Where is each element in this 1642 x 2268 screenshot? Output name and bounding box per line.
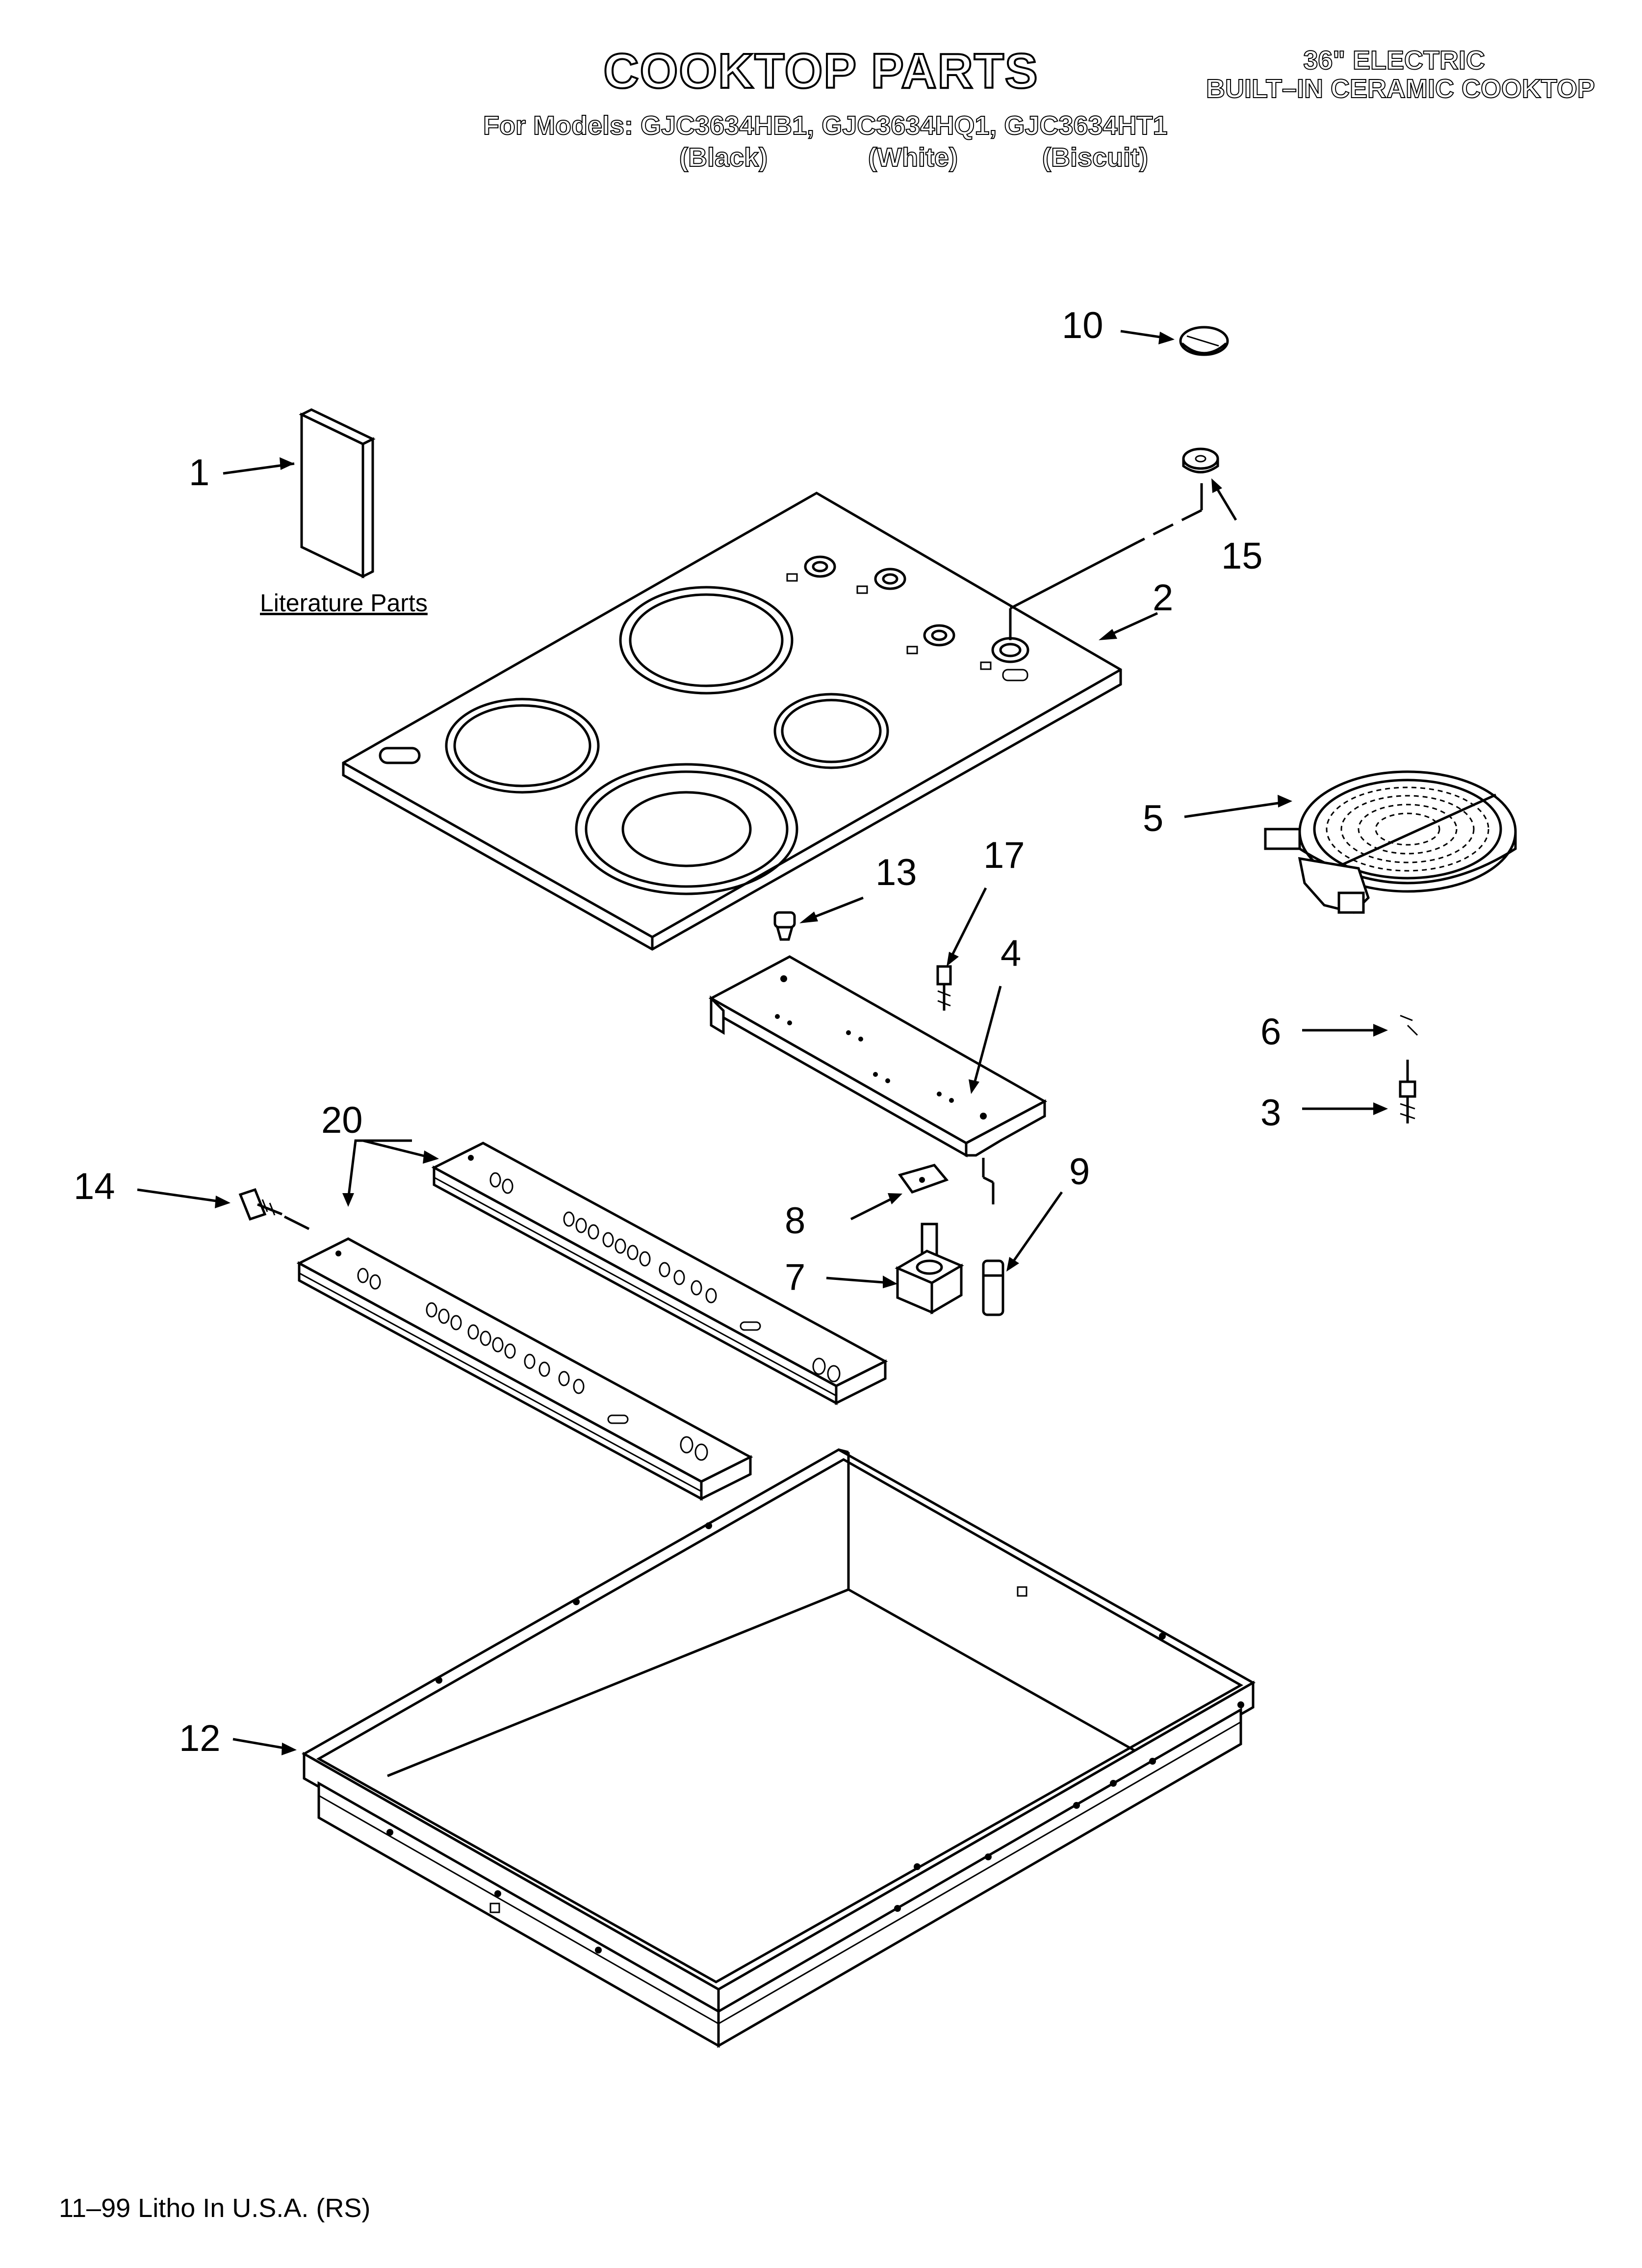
color-black: (Black) — [679, 142, 768, 173]
color-biscuit: (Biscuit) — [1042, 142, 1149, 173]
literature-booklet — [223, 408, 376, 579]
callout-4: 4 — [1001, 933, 1022, 974]
cooktop-glass — [342, 492, 1158, 951]
callout-17: 17 — [983, 834, 1025, 876]
callout-2: 2 — [1153, 577, 1174, 619]
callout-13: 13 — [875, 852, 917, 893]
callout-5: 5 — [1143, 798, 1164, 839]
footer-litho: 11–99 Litho In U.S.A. (RS) — [59, 2193, 371, 2223]
frame-holes — [386, 1522, 1244, 1954]
control-bracket — [708, 887, 1048, 1204]
callout-6: 6 — [1260, 1011, 1282, 1053]
callout-9: 9 — [1069, 1151, 1090, 1193]
models-line: For Models: GJC3634HB1, GJC3634HQ1, GJC3… — [483, 110, 1168, 141]
color-white: (White) — [868, 142, 958, 173]
callout-12: 12 — [179, 1718, 221, 1759]
support-rails — [137, 1139, 888, 1501]
callout-20: 20 — [321, 1099, 363, 1141]
callout-3: 3 — [1260, 1092, 1282, 1134]
cooktop-frame — [232, 1448, 1256, 2048]
callout-14: 14 — [74, 1166, 115, 1207]
callout-1: 1 — [189, 452, 210, 494]
callout-10: 10 — [1062, 305, 1103, 346]
literature-parts-label: Literature Parts — [260, 589, 428, 617]
page-title: COOKTOP PARTS — [602, 43, 1039, 100]
radiant-element — [1184, 770, 1517, 914]
knob-and-bezel — [1009, 326, 1237, 640]
clip-and-screw — [1302, 1015, 1418, 1123]
rail-slots — [335, 1155, 841, 1461]
product-line-1: 36" ELECTRIC — [1303, 45, 1486, 76]
switch-assembly — [826, 1164, 1063, 1316]
product-line-2: BUILT–IN CERAMIC COOKTOP — [1206, 74, 1595, 104]
callout-7: 7 — [785, 1256, 806, 1298]
callout-15: 15 — [1221, 535, 1263, 577]
callout-8: 8 — [785, 1200, 806, 1242]
